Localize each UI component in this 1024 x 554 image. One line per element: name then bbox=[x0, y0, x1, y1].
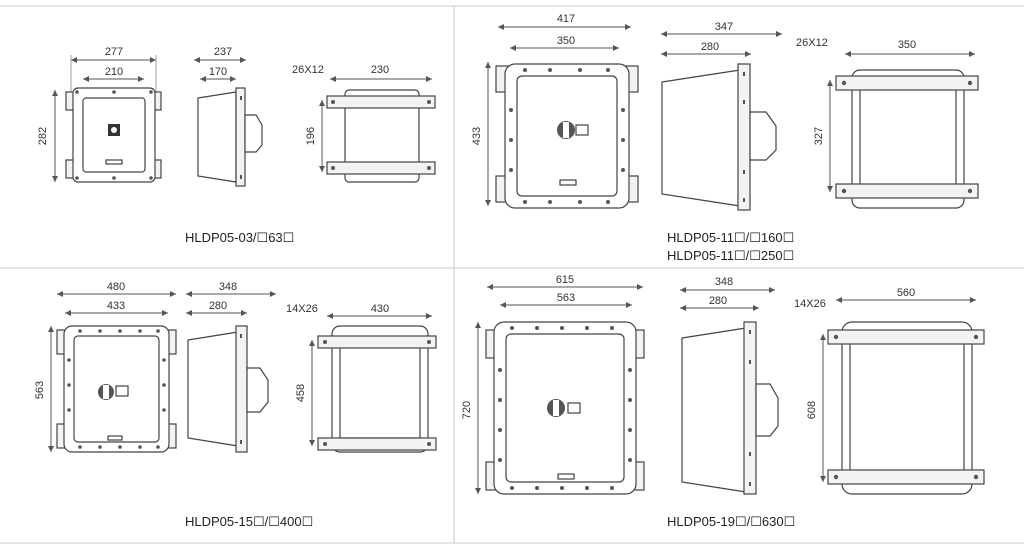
model-caption-2: HLDP05-11☐/☐250☐ bbox=[667, 248, 794, 263]
front-width-inner: 563 bbox=[557, 292, 575, 304]
model-caption: HLDP05-15☐/☐400☐ bbox=[185, 514, 313, 529]
front-height: 433 bbox=[471, 127, 483, 145]
front-width-inner: 350 bbox=[557, 35, 575, 47]
side-depth-outer: 348 bbox=[219, 281, 237, 293]
back-mount-height: 327 bbox=[813, 127, 825, 145]
side-depth-outer: 237 bbox=[214, 46, 232, 58]
front-width-outer: 615 bbox=[556, 274, 574, 286]
front-view: 480 433 563 bbox=[34, 281, 177, 453]
back-view: 26X12 350 327 bbox=[796, 37, 979, 209]
model-caption: HLDP05-11☐/☐160☐ bbox=[667, 230, 794, 245]
front-width-outer: 480 bbox=[107, 281, 125, 293]
back-mount-height: 458 bbox=[295, 384, 307, 402]
back-mount-width: 430 bbox=[371, 303, 389, 315]
back-mount-height: 196 bbox=[305, 127, 317, 145]
model-caption: HLDP05-19☐/☐630☐ bbox=[667, 514, 795, 529]
back-slot: 14X26 bbox=[794, 298, 826, 310]
front-height: 563 bbox=[34, 381, 46, 399]
back-mount-width: 350 bbox=[898, 39, 916, 51]
side-depth-outer: 348 bbox=[715, 276, 733, 288]
front-width-inner: 210 bbox=[105, 66, 123, 78]
front-width-outer: 417 bbox=[557, 13, 575, 25]
front-height: 282 bbox=[37, 127, 49, 145]
panel-hldp05-19: 615 563 720 348 280 bbox=[461, 274, 985, 529]
back-slot: 26X12 bbox=[796, 37, 828, 49]
back-view: 26X12 230 196 bbox=[292, 64, 436, 183]
side-view: 237 170 bbox=[194, 46, 263, 187]
side-depth-inner: 280 bbox=[701, 41, 719, 53]
back-view: 14X26 430 458 bbox=[286, 303, 437, 453]
panel-hldp05-15: 480 433 563 348 280 bbox=[34, 281, 437, 529]
side-depth-inner: 170 bbox=[209, 66, 227, 78]
panel-hldp05-03: 277 210 282 237 170 bbox=[37, 46, 436, 245]
front-height: 720 bbox=[461, 401, 473, 419]
front-width-outer: 277 bbox=[105, 46, 123, 58]
front-view: 615 563 720 bbox=[461, 274, 645, 495]
side-depth-outer: 347 bbox=[715, 21, 733, 33]
side-view: 348 280 bbox=[186, 281, 276, 453]
side-view: 348 280 bbox=[680, 276, 779, 495]
side-depth-inner: 280 bbox=[709, 295, 727, 307]
model-caption: HLDP05-03/☐63☐ bbox=[185, 230, 294, 245]
back-mount-width: 560 bbox=[897, 287, 915, 299]
front-width-inner: 433 bbox=[107, 300, 125, 312]
side-depth-inner: 280 bbox=[209, 300, 227, 312]
panel-hldp05-11: 417 350 433 347 280 bbox=[471, 13, 979, 263]
side-view: 347 280 bbox=[661, 21, 782, 211]
front-view: 277 210 282 bbox=[37, 46, 162, 183]
panel-dividers bbox=[0, 5, 1024, 544]
back-mount-height: 608 bbox=[806, 401, 818, 419]
back-slot: 14X26 bbox=[286, 303, 318, 315]
front-view: 417 350 433 bbox=[471, 13, 639, 209]
back-slot: 26X12 bbox=[292, 64, 324, 76]
back-view: 14X26 560 608 bbox=[794, 287, 985, 495]
back-mount-width: 230 bbox=[371, 64, 389, 76]
